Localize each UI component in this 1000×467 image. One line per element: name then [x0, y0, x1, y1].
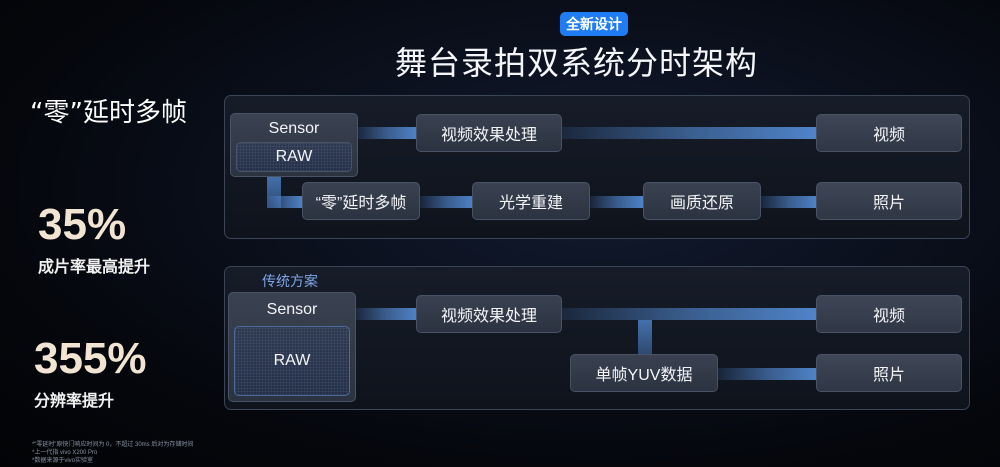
photo-output-label: 照片	[872, 195, 905, 212]
stat-block-2: 355% 分辨率提升	[34, 337, 147, 411]
raw-block-legacy: RAW	[234, 326, 350, 396]
page-title: 舞台录拍双系统分时架构	[395, 44, 759, 82]
sensor-label-legacy: Sensor	[266, 301, 318, 318]
flow-line-vertical	[638, 320, 652, 354]
stat-caption-1: 成片率最高提升	[38, 259, 151, 276]
quality-restore-label: 画质还原	[669, 195, 734, 212]
raw-label-legacy: RAW	[273, 352, 311, 369]
video-output-box-legacy: 视频	[816, 295, 962, 333]
sensor-label: Sensor	[268, 120, 320, 137]
zero-delay-heading: “零”延时多帧	[30, 98, 187, 128]
flow-line	[356, 308, 418, 320]
footnote: *“零延时”原快门响应时间为 0，不超过 30ms 后对为存储时间	[32, 442, 194, 448]
zero-delay-box: “零”延时多帧	[302, 182, 420, 220]
video-processing-label: 视频效果处理	[440, 127, 537, 144]
flow-line	[590, 196, 644, 208]
stat-value-1: 35%	[38, 200, 127, 249]
quality-restore-box: 画质还原	[643, 182, 761, 220]
raw-block: RAW	[236, 142, 352, 172]
stat-value-2: 355%	[34, 334, 147, 383]
legacy-scheme-label: 传统方案	[262, 273, 318, 289]
single-yuv-label: 单帧YUV数据	[595, 367, 693, 384]
single-yuv-box: 单帧YUV数据	[570, 354, 718, 392]
footnote: *数据来源于vivo实验室	[32, 458, 94, 464]
stat-block-1: 35% 成片率最高提升	[38, 203, 150, 277]
video-processing-box-legacy: 视频效果处理	[416, 295, 562, 333]
raw-label: RAW	[275, 148, 313, 165]
flow-line	[562, 127, 817, 139]
photo-output-label-legacy: 照片	[872, 367, 905, 384]
video-processing-label-legacy: 视频效果处理	[440, 308, 537, 325]
video-output-label: 视频	[872, 127, 905, 144]
optical-reconstruction-box: 光学重建	[472, 182, 590, 220]
flow-line	[420, 196, 474, 208]
flow-line	[718, 368, 817, 380]
video-processing-box: 视频效果处理	[416, 114, 562, 152]
video-output-label-legacy: 视频	[872, 308, 905, 325]
photo-output-box: 照片	[816, 182, 962, 220]
new-design-badge: 全新设计	[560, 12, 628, 36]
zero-delay-label: “零”延时多帧	[315, 195, 407, 212]
flow-line	[562, 308, 817, 320]
stat-caption-2: 分辨率提升	[34, 393, 115, 410]
footnotes: *“零延时”原快门响应时间为 0，不超过 30ms 后对为存储时间 *上一代指 …	[32, 441, 193, 465]
photo-output-box-legacy: 照片	[816, 354, 962, 392]
optical-reconstruction-label: 光学重建	[498, 195, 563, 212]
flow-line	[267, 196, 303, 208]
footnote: *上一代指 vivo X200 Pro	[32, 450, 98, 456]
flow-line	[358, 127, 418, 139]
flow-line	[760, 196, 817, 208]
video-output-box: 视频	[816, 114, 962, 152]
